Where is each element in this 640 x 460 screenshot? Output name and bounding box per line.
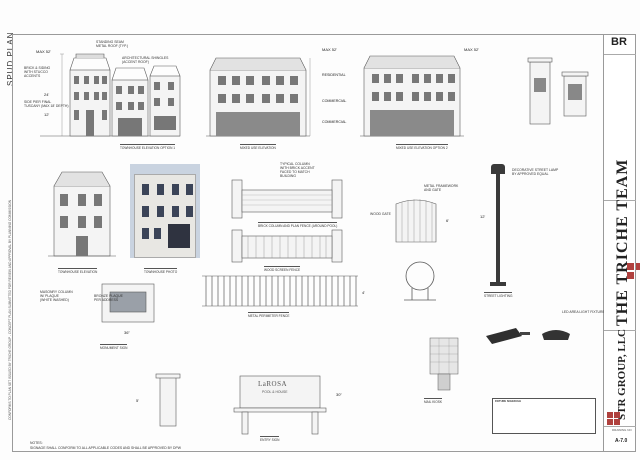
- street-lamp-head: [491, 164, 505, 174]
- brick-column-fence: [231, 179, 343, 219]
- caption-photo: TOWNHOUSE PHOTO: [144, 268, 178, 274]
- bottom-notes-text: SIGNAGE SHALL CONFORM TO ALL APPLICABLE …: [30, 446, 181, 450]
- max-height-2: MAX 52': [322, 47, 337, 52]
- dim-12: 12': [44, 112, 50, 117]
- caption-elevation-3: MIXED USE ELEVATION OPTION 2: [396, 144, 448, 150]
- bike-rack-detail: [404, 261, 436, 301]
- sheet-number: A-7.0: [615, 438, 628, 444]
- brick-column-detail: [527, 57, 589, 125]
- note-wood-gate: WOOD GATE: [370, 212, 391, 216]
- mixed-use-elevation: [206, 57, 311, 137]
- firm-name: STR GROUP, LLC: [616, 329, 628, 420]
- title-block: [604, 34, 636, 452]
- caption-elevation-4: TOWNHOUSE ELEVATION: [58, 268, 98, 274]
- street-lamp-base: [490, 282, 506, 286]
- wood-screen-fence: [231, 229, 343, 263]
- fixture-schedule-table: FIXTURE SCHEDULE: [492, 398, 596, 434]
- note-architectural: ARCHITECTURAL SHINGLES (ACCENT ROOF): [122, 56, 169, 64]
- dim-5: 5': [136, 398, 139, 403]
- townhouse-elevation-1: [40, 53, 181, 137]
- metal-perimeter-fence: [202, 275, 358, 307]
- note-plaque: BRONZE PLAQUE PER ADDRESS: [94, 294, 123, 302]
- townhouse-elevation-2: [48, 171, 116, 257]
- max-height-3: MAX 52': [464, 47, 479, 52]
- drawing-no-label: DRAWING NO: [612, 428, 632, 432]
- caption-metal-fence: METAL PERIMETER FENCE: [248, 312, 290, 318]
- caption-mailbox: MAIL KIOSK: [424, 398, 442, 404]
- column-pier-detail: [155, 373, 181, 427]
- mail-kiosk: [429, 337, 459, 391]
- drawing-frame: [12, 34, 604, 452]
- sign-name: LaROSA: [258, 380, 288, 388]
- street-lamp-pole: [496, 170, 500, 282]
- dim-6: 6': [446, 218, 449, 223]
- str-logo-icon: [607, 412, 620, 425]
- caption-lighting: STREET LIGHTING: [484, 292, 513, 298]
- dim-24: 24': [44, 92, 50, 97]
- wood-gate: [395, 199, 437, 243]
- dim-30: 30": [336, 392, 342, 397]
- triche-logo-icon: [627, 263, 640, 279]
- caption-elevation-2: MIXED USE ELEVATION: [240, 144, 276, 150]
- monument-sign: [101, 283, 155, 323]
- caption-brick-fence: BRICK COLUMN AND PLAN FENCE (AROUND POOL…: [258, 222, 338, 228]
- dim-lamp-12: 12': [480, 214, 486, 219]
- caption-monument: MONUMENT SIGN: [100, 344, 128, 350]
- note-typical-column: TYPICAL COLUMN WITH BRICK ACCENT FACED T…: [280, 162, 315, 178]
- caption-wood-fence: WOOD SCREEN FENCE: [264, 266, 301, 272]
- max-height-1: MAX 52': [36, 49, 51, 54]
- note-metal-frame: METAL FRAMEWORK AND GATE: [424, 184, 459, 192]
- brand-abbr: BR: [611, 36, 627, 48]
- label-commercial-1: COMMERCIAL: [322, 99, 347, 103]
- table-title: FIXTURE SCHEDULE: [495, 400, 522, 403]
- team-name: THE TRICHE TEAM: [614, 158, 631, 326]
- mixed-use-elevation-2: [360, 55, 464, 137]
- note-brick: BRICK & SIDING WITH STUCCO ACCENTS: [24, 66, 51, 78]
- label-commercial-2: COMMERCIAL: [322, 120, 347, 124]
- note-standing-seam: STANDING SEAM METAL ROOF (TYP.): [96, 40, 128, 48]
- note-lamp: DECORATIVE STREET LAMP BY APPROVED EQUAL: [512, 168, 559, 176]
- label-residential: RESIDENTIAL: [322, 73, 346, 77]
- dim-4: 4': [362, 290, 365, 295]
- caption-entry: ENTRY SIGN: [260, 436, 280, 442]
- entry-sign: [233, 375, 327, 435]
- note-side-pier: SIDE PIER FINAL TUSCANY (MAX 18' DEPTH): [24, 100, 69, 108]
- caption-elevation-1: TOWNHOUSE ELEVATION OPTION 1: [120, 144, 176, 150]
- townhouse-photo: [130, 164, 200, 258]
- note-masonry-col: MASONRY COLUMN W/ PLAQUE (WHITE WASHED): [40, 290, 73, 302]
- led-fixtures: [486, 328, 570, 344]
- bottom-notes-title: NOTES:: [30, 441, 43, 445]
- sign-sub: POOL & HOUSE: [262, 390, 288, 394]
- note-fixture: LED AREA LIGHT FIXTURE: [562, 310, 605, 314]
- dim-36: 36": [124, 330, 130, 335]
